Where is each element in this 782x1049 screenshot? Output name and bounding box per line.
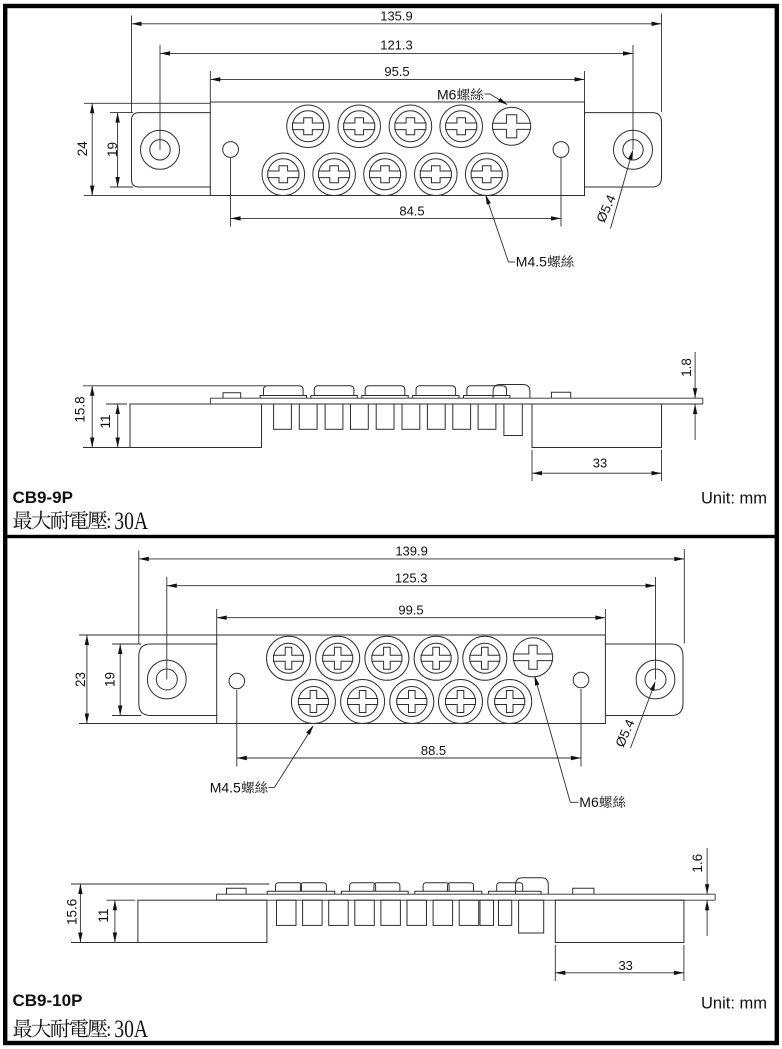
svg-text:M6: M6 [579, 794, 599, 810]
svg-text:23: 23 [73, 672, 88, 687]
svg-text:24: 24 [75, 141, 90, 157]
svg-text:121.3: 121.3 [380, 38, 413, 53]
svg-text::: : [106, 511, 112, 533]
svg-text:30A: 30A [114, 506, 148, 534]
svg-text:15.6: 15.6 [65, 899, 80, 925]
svg-text:84.5: 84.5 [399, 204, 424, 219]
svg-text:M4.5: M4.5 [210, 780, 241, 796]
svg-text:125.3: 125.3 [395, 571, 428, 586]
svg-text:19: 19 [105, 142, 120, 157]
svg-text:95.5: 95.5 [384, 64, 409, 79]
svg-text:99.5: 99.5 [398, 602, 423, 617]
svg-text:19: 19 [103, 672, 118, 687]
svg-text:11: 11 [98, 414, 113, 428]
svg-text:11: 11 [96, 909, 111, 923]
svg-text:1.6: 1.6 [690, 854, 705, 873]
svg-text:Unit: mm: Unit: mm [701, 995, 767, 1013]
svg-text:15.8: 15.8 [73, 396, 88, 422]
svg-text:88.5: 88.5 [421, 743, 446, 758]
svg-text:M6: M6 [437, 87, 457, 103]
svg-text:1.8: 1.8 [679, 358, 694, 377]
svg-text:33: 33 [618, 958, 632, 973]
svg-text:30A: 30A [114, 1015, 148, 1043]
svg-text:CB9-10P: CB9-10P [13, 991, 83, 1010]
svg-text:Unit: mm: Unit: mm [701, 490, 767, 508]
svg-text:33: 33 [593, 456, 607, 471]
svg-text:139.9: 139.9 [395, 544, 428, 559]
svg-text::: : [106, 1019, 112, 1041]
svg-text:CB9-9P: CB9-9P [13, 488, 73, 507]
svg-text:135.9: 135.9 [380, 9, 413, 24]
svg-text:M4.5: M4.5 [516, 254, 547, 270]
